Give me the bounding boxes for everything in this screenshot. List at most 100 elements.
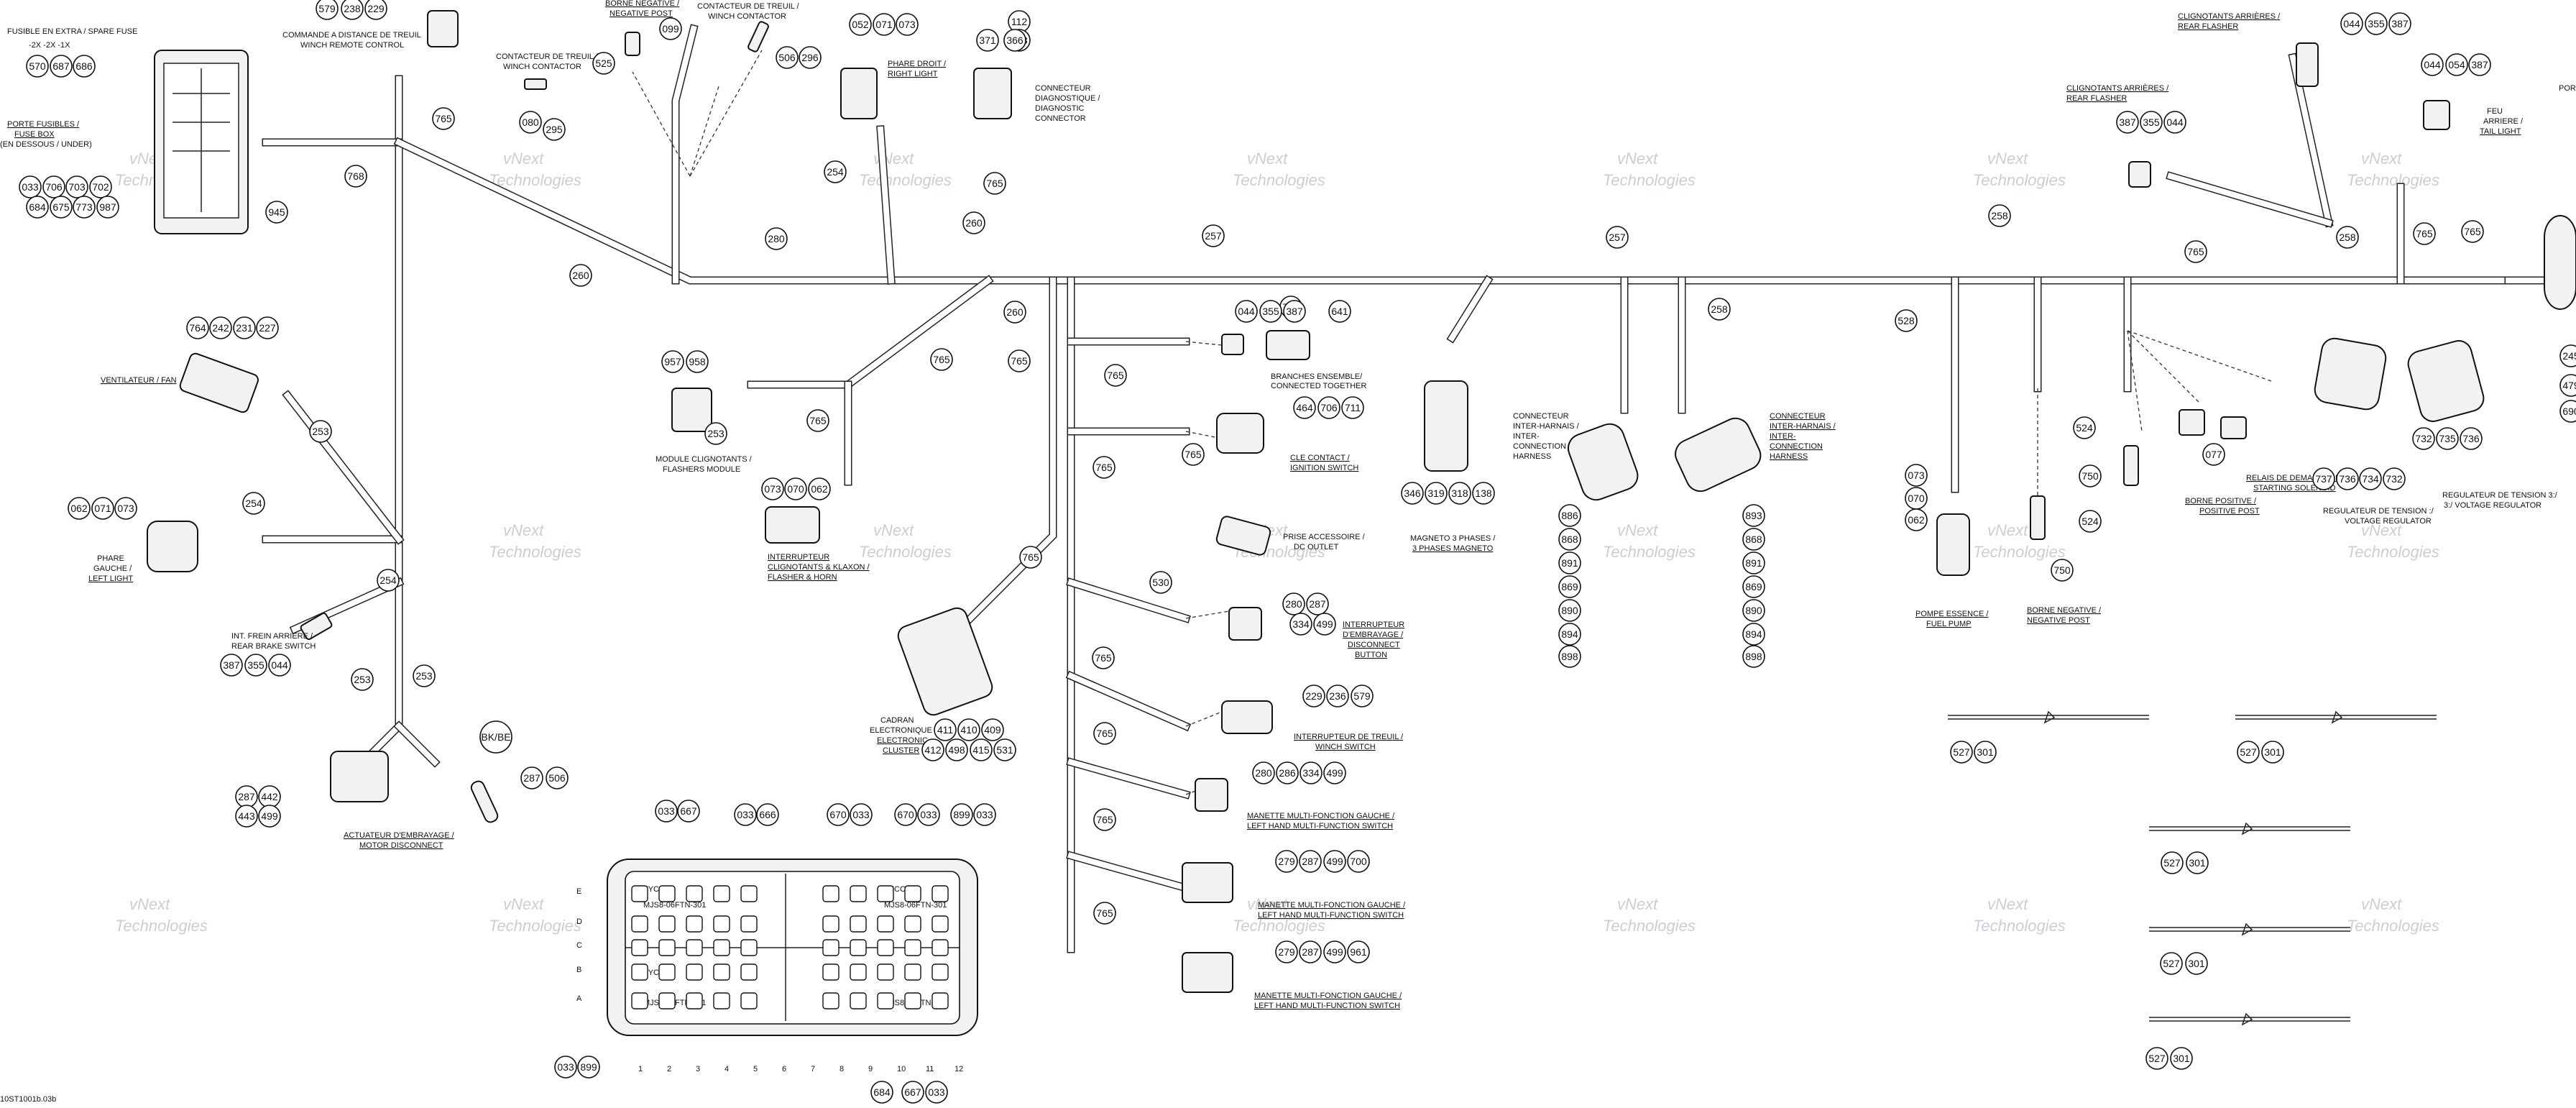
label-inter-b-3: INTER- — [1770, 432, 1796, 441]
callout-circle — [364, 0, 387, 20]
callout-bubble: 958 — [686, 350, 709, 373]
callout-circle — [2445, 53, 2468, 76]
pin-cavity — [932, 992, 949, 1009]
callout-bubble: 732 — [2412, 427, 2435, 450]
callout-number: 258 — [1711, 303, 1728, 315]
callout-circle — [2140, 111, 2163, 134]
callout-number: 961 — [1350, 946, 1367, 958]
callout-bubble: 868 — [1558, 528, 1581, 551]
callout-circle — [19, 175, 42, 198]
callout-bubble: 070 — [1905, 487, 1928, 510]
callout-bubble: 893 — [1742, 504, 1765, 527]
callout-circle — [704, 422, 727, 445]
drawing-reference: 10ST1001b.03b — [0, 1095, 56, 1104]
callout-circle — [68, 497, 91, 520]
callout-circle — [73, 196, 96, 219]
callout-bubble: 295 — [543, 118, 566, 141]
callout-number: 898 — [1561, 651, 1578, 662]
callout-circle — [1300, 761, 1322, 784]
callout-bubble: 957 — [661, 350, 684, 373]
callout-bubble: 479 — [2559, 374, 2576, 397]
callout-circle — [806, 409, 829, 432]
callout-bubble: 260 — [569, 264, 592, 287]
callout-bubble: 387 — [1283, 300, 1306, 323]
callout-bubble: 702 — [89, 175, 112, 198]
label-positive-post: POSITIVE POST — [2199, 507, 2260, 516]
callout-circle — [233, 316, 256, 339]
callout-circle — [2412, 427, 2435, 450]
callout-bubble: 686 — [73, 55, 96, 78]
label-diagnostic: DIAGNOSTIC — [1035, 104, 1085, 113]
callout-circle — [993, 738, 1016, 761]
callout-number: 033 — [976, 809, 993, 820]
svg-text:Technologies: Technologies — [489, 171, 581, 189]
label-contacteur-treuil-2: CONTACTEUR DE TREUIL / — [496, 52, 599, 61]
callout-bubble: 286 — [1276, 761, 1299, 784]
callout-number: 527 — [2240, 746, 2257, 758]
pin-cavity — [713, 915, 730, 933]
callout-circle — [351, 668, 374, 691]
svg-text:Technologies: Technologies — [2347, 543, 2439, 561]
callout-number: 891 — [1561, 557, 1578, 569]
callout-circle — [268, 654, 291, 677]
callout-number: 711 — [1345, 402, 1361, 413]
callout-bubble: 258 — [1708, 298, 1731, 321]
callout-number: 531 — [996, 744, 1013, 756]
callout-bubble: 280 — [1252, 761, 1275, 784]
callout-bubble: 527 — [2160, 952, 2183, 975]
svg-text:Technologies: Technologies — [115, 917, 208, 935]
pin-cavity — [932, 963, 949, 981]
callout-number: 286 — [1279, 767, 1296, 779]
callout-number: 073 — [764, 483, 781, 495]
svg-text:vNext: vNext — [1247, 150, 1288, 168]
svg-text:Technologies: Technologies — [1233, 171, 1325, 189]
callout-bubble: 287 — [1306, 592, 1329, 615]
pin-cavity — [904, 939, 921, 956]
callout-circle — [1558, 623, 1581, 646]
label-winch-remote: WINCH REMOTE CONTROL — [300, 41, 404, 50]
callout-bubble: 898 — [1742, 645, 1765, 668]
callout-circle — [756, 803, 779, 826]
callout-number: 667 — [904, 1086, 921, 1098]
callout-bubble: 301 — [1974, 741, 1997, 764]
callout-bubble: 530 — [1149, 571, 1172, 594]
pin-col-label: 6 — [782, 1065, 786, 1073]
callout-number: 750 — [2082, 470, 2099, 482]
callout-bubble: 442 — [258, 785, 281, 808]
callout-circle — [1275, 850, 1298, 873]
label-inter-b-1: CONNECTEUR — [1770, 412, 1826, 421]
callout-bubble: 387 — [2468, 53, 2491, 76]
callout-bubble: 280 — [1282, 592, 1305, 615]
callout-circle — [432, 107, 455, 130]
pin-cavity — [631, 885, 648, 902]
callout-bubble: 869 — [1558, 575, 1581, 598]
svg-text:vNext: vNext — [1617, 895, 1658, 913]
callout-bubble: 499 — [258, 805, 281, 828]
callout-bubble: 062 — [808, 477, 831, 500]
callout-bubble: 750 — [2051, 559, 2074, 582]
callout-bubble: 257 — [1202, 224, 1225, 247]
callout-circle — [577, 1056, 600, 1079]
pin-cavity — [740, 915, 758, 933]
callout-number: 670 — [829, 809, 847, 820]
callout-bubble: 528 — [1895, 309, 1918, 332]
callout-bubble: 044 — [1235, 300, 1258, 323]
callout-circle — [26, 196, 49, 219]
callout-circle — [976, 29, 999, 52]
callout-number: 280 — [1255, 767, 1272, 779]
callout-number: 894 — [1745, 628, 1762, 640]
callout-bubble: 666 — [756, 803, 779, 826]
label-interrupteur-1: INTERRUPTEUR — [768, 553, 829, 562]
callout-number: 279 — [1278, 946, 1295, 958]
pin-col-label: 2 — [667, 1065, 671, 1073]
pin-cavity — [740, 939, 758, 956]
callout-number: 687 — [52, 60, 70, 72]
callout-circle — [1328, 300, 1351, 323]
label-phare-gauche-1: PHARE — [97, 554, 124, 563]
callout-number: 318 — [1451, 487, 1468, 499]
callout-circle — [1974, 741, 1997, 764]
callout-number: 735 — [2439, 433, 2456, 444]
